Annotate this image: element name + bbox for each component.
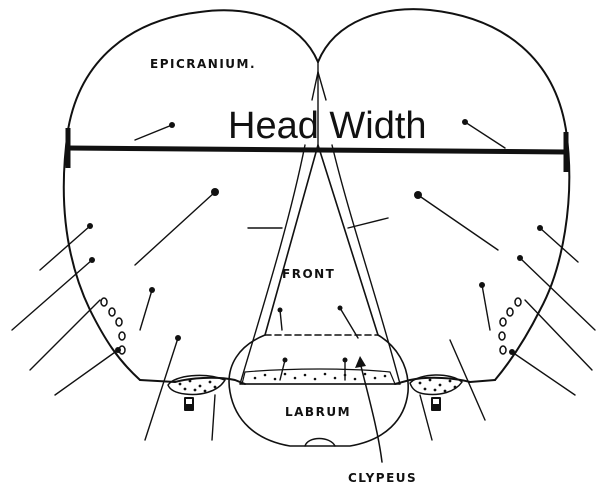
left-ocelli — [101, 298, 125, 354]
adfrontal-right — [332, 145, 400, 384]
clypeus-region — [229, 335, 408, 446]
right-ocelli — [499, 298, 521, 354]
clypeus-label: CLYPEUS — [348, 471, 417, 485]
right-antenna-base — [410, 375, 462, 410]
labrum-notch — [305, 439, 335, 447]
labrum-label: LABRUM — [285, 405, 351, 419]
head-width-label: Head Width — [228, 105, 427, 147]
clypeus-pointer — [360, 362, 382, 462]
front-label: FRONT — [282, 267, 335, 281]
clypeus-arrowhead — [355, 356, 366, 368]
adfrontal-left — [240, 145, 305, 384]
clypeus-stipple — [242, 369, 395, 384]
epicranium-right-lobe — [318, 9, 569, 380]
epicranium-label: EPICRANIUM. — [150, 57, 256, 71]
